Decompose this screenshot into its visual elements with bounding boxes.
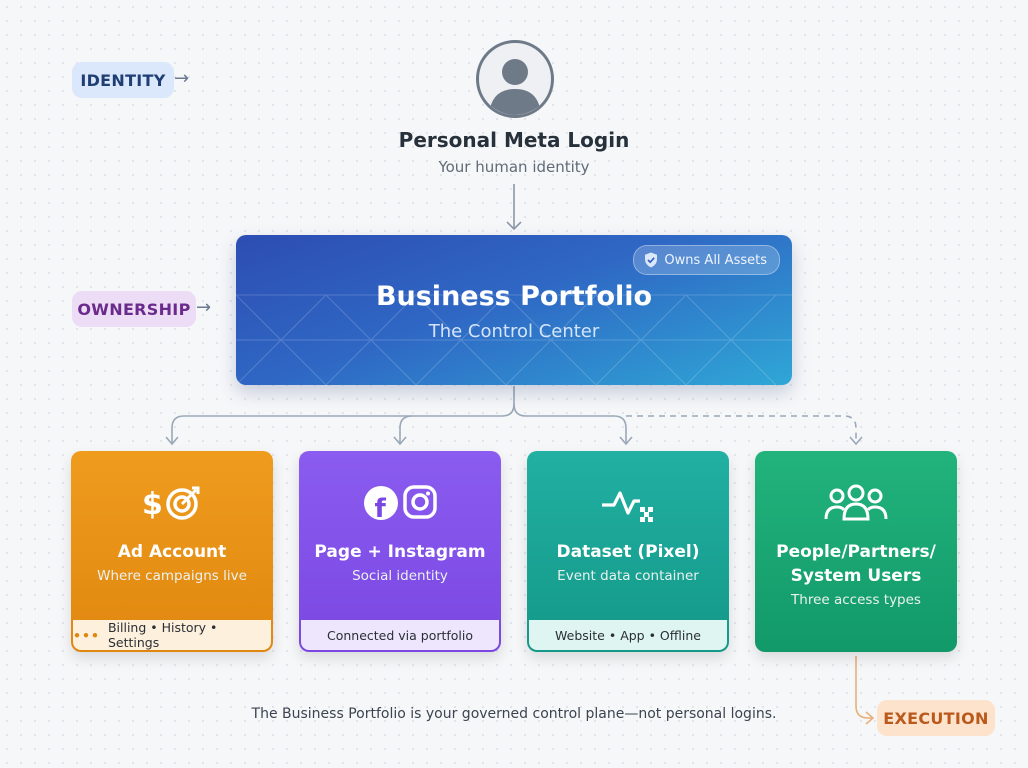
portfolio-subtitle: The Control Center	[428, 321, 600, 342]
grid-pattern-decoration	[236, 294, 792, 385]
people-group-icon	[755, 479, 957, 527]
page-instagram-card: f Page + Instagram Social identity Conne…	[299, 451, 501, 652]
login-to-portfolio-arrowhead	[506, 221, 522, 231]
dollar-target-icon: $	[71, 479, 273, 527]
business-portfolio-box: Owns All Assets Business Portfolio The C…	[236, 235, 792, 385]
svg-text:f: f	[375, 494, 387, 523]
execution-arrowhead	[865, 711, 875, 725]
ad-account-subtitle: Where campaigns live	[97, 568, 247, 584]
people-partners-card: People/Partners/ System Users Three acce…	[755, 451, 957, 652]
identity-arrow-icon: →	[174, 68, 190, 89]
people-title-line2: System Users	[790, 566, 922, 586]
people-partners-title: People/Partners/ System Users	[755, 540, 957, 588]
dataset-subtitle: Event data container	[557, 568, 699, 584]
portfolio-title: Business Portfolio	[375, 281, 653, 312]
pixel-pulse-icon	[527, 479, 729, 527]
dataset-title: Dataset (Pixel)	[556, 542, 700, 562]
people-arrowhead	[849, 436, 863, 446]
people-partners-subtitle: Three access types	[791, 592, 921, 608]
svg-text:$: $	[142, 487, 163, 522]
page-instagram-footer: Connected via portfolio	[301, 620, 499, 650]
dataset-arrowhead	[619, 436, 633, 446]
user-avatar-icon	[476, 40, 554, 118]
people-title-line1: People/Partners/	[776, 542, 936, 562]
ownership-arrow-icon: →	[196, 297, 212, 318]
login-subtitle: Your human identity	[438, 158, 590, 176]
login-title: Personal Meta Login	[398, 128, 630, 152]
page-instagram-subtitle: Social identity	[352, 568, 448, 584]
shield-check-icon	[645, 252, 658, 268]
page-instagram-title: Page + Instagram	[314, 542, 486, 562]
facebook-instagram-icon: f	[299, 479, 501, 527]
ad-account-arrowhead	[165, 436, 179, 446]
badge-label: Owns All Assets	[664, 252, 767, 268]
dataset-card: Dataset (Pixel) Event data container Web…	[527, 451, 729, 652]
ad-account-title: Ad Account	[117, 542, 227, 562]
people-to-execution-connector	[855, 656, 872, 719]
page-arrowhead	[393, 436, 407, 446]
ad-account-card: $ Ad Account Where campaigns live ••• Bi…	[71, 451, 273, 652]
portfolio-right-connector	[513, 403, 627, 443]
portfolio-to-page-connector	[399, 415, 413, 443]
ownership-tag: OWNERSHIP	[72, 291, 196, 327]
execution-tag: EXECUTION	[877, 700, 995, 736]
identity-tag: IDENTITY	[72, 62, 174, 98]
owns-all-assets-badge: Owns All Assets	[633, 245, 780, 275]
dataset-footer: Website • App • Offline	[529, 620, 727, 650]
dots-icon: •••	[73, 627, 100, 643]
ad-account-footer-text: Billing • History • Settings	[107, 620, 218, 650]
ad-account-footer: ••• Billing • History • Settings	[73, 620, 271, 650]
diagram-caption: The Business Portfolio is your governed …	[251, 706, 777, 722]
portfolio-to-people-dashed-connector	[626, 415, 857, 443]
portfolio-trunk-connector	[171, 386, 515, 443]
